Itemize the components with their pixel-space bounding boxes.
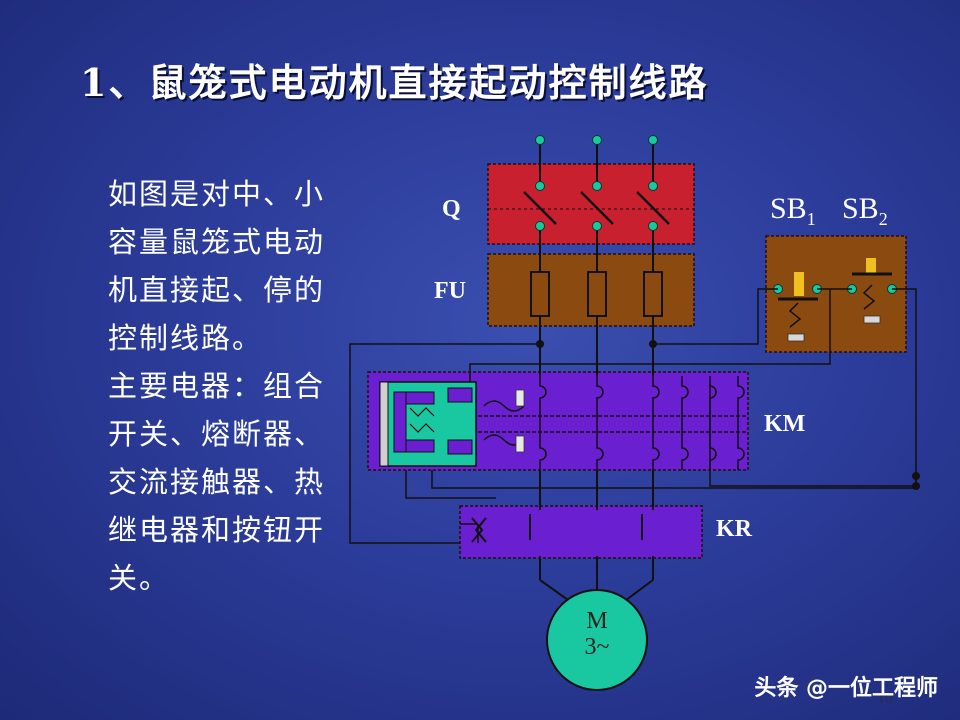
switch-q-box xyxy=(487,163,695,245)
description: 如图是对中、小容量鼠笼式电动机直接起、停的控制线路。 主要电器：组合开关、熔断器… xyxy=(40,170,330,602)
motor-symbol xyxy=(546,589,648,691)
label-sb2: SB2 xyxy=(842,192,888,230)
control-wiring xyxy=(349,288,917,544)
relay-contacts xyxy=(471,514,643,543)
contactor-coil xyxy=(379,381,477,467)
fuses xyxy=(530,271,663,317)
page-number: 10 xyxy=(877,690,893,707)
label-sb1-sub: 1 xyxy=(806,209,816,229)
relay-kr-box xyxy=(459,505,703,559)
contactor-contacts xyxy=(478,376,748,470)
label-sb2-sub: 2 xyxy=(878,209,888,229)
label-kr: KR xyxy=(716,516,752,542)
junction-dots xyxy=(536,340,920,490)
fuse-fu-box xyxy=(487,253,695,327)
label-sb2-text: SB xyxy=(842,192,879,225)
contactor-springs xyxy=(515,389,525,453)
description-para-2: 主要电器：组合开关、熔断器、交流接触器、热继电器和按钮开关。 xyxy=(108,369,326,595)
description-para-1: 如图是对中、小容量鼠笼式电动机直接起、停的控制线路。 xyxy=(108,177,326,355)
label-sb1: SB1 xyxy=(770,192,816,230)
label-km: KM xyxy=(764,411,806,437)
switch-blades xyxy=(488,191,694,225)
motor-label-line1: M xyxy=(586,608,608,634)
watermark: 头条 @一位工程师 xyxy=(754,676,938,701)
motor-label: M 3~ xyxy=(557,608,637,660)
page-title: 1、鼠笼式电动机直接起动控制线路 xyxy=(80,60,709,105)
push-buttons xyxy=(778,258,892,342)
label-fu: FU xyxy=(434,278,466,304)
button-sb-box xyxy=(765,235,907,353)
label-sb1-text: SB xyxy=(770,192,807,225)
motor-label-line2: 3~ xyxy=(584,634,610,660)
label-q: Q xyxy=(442,196,461,222)
